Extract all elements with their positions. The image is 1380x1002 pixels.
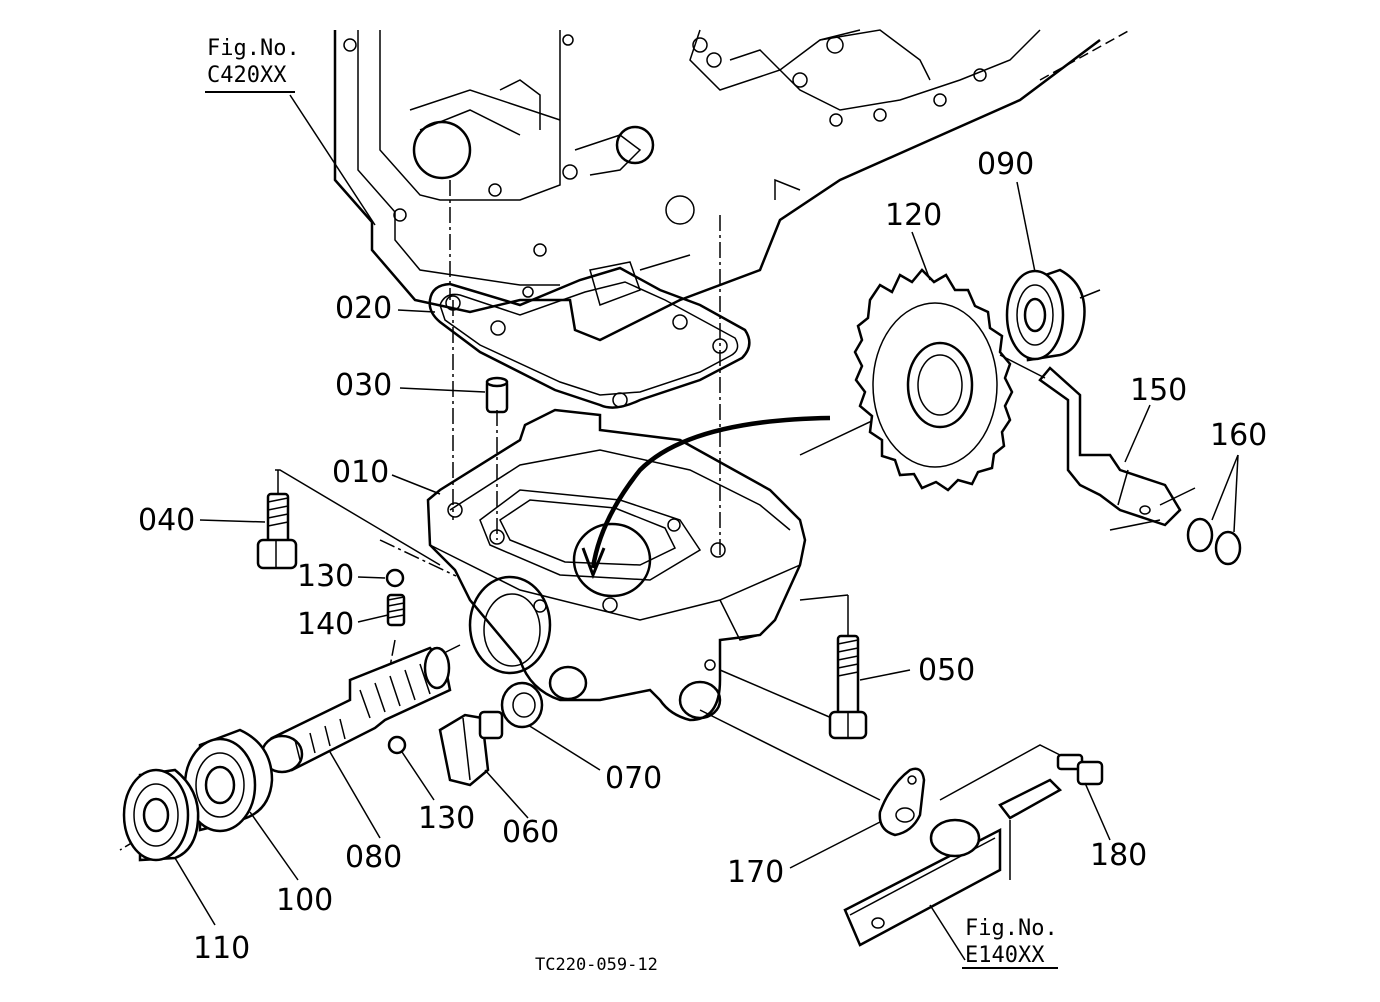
label-030: 030 — [335, 368, 392, 403]
bearing-110 — [122, 768, 200, 862]
balls-spring — [385, 568, 407, 755]
label-140: 140 — [297, 607, 354, 642]
fig-ref-top-line1: Fig.No. — [207, 36, 300, 61]
bearing-100 — [183, 728, 274, 833]
label-060: 060 — [502, 815, 559, 850]
bolt-180 — [1056, 753, 1104, 786]
label-160: 160 — [1210, 418, 1267, 453]
label-170: 170 — [727, 855, 784, 890]
housing-010 — [426, 408, 807, 722]
label-050: 050 — [918, 653, 975, 688]
label-150: 150 — [1130, 373, 1187, 408]
leader-lines — [174, 91, 1239, 969]
fig-ref-bottom-line2: E140XX — [965, 943, 1045, 968]
o-rings-160 — [1186, 517, 1242, 566]
label-010: 010 — [332, 455, 389, 490]
gasket-020 — [428, 266, 751, 409]
fig-ref-bottom-line1: Fig.No. — [965, 916, 1058, 941]
transmission-case — [333, 29, 1131, 342]
shaft-150 — [999, 354, 1196, 531]
label-040: 040 — [138, 503, 195, 538]
shaft-080 — [260, 646, 452, 774]
washer-070 — [500, 681, 544, 729]
plug-060 — [438, 710, 504, 787]
label-120: 120 — [885, 198, 942, 233]
label-100: 100 — [276, 883, 333, 918]
label-130-bottom: 130 — [418, 801, 475, 836]
drawing-code: TC220-059-12 — [535, 955, 658, 975]
fig-ref-top-line2: C420XX — [207, 63, 287, 88]
bolt-050 — [828, 634, 868, 740]
gear-120 — [853, 268, 1014, 492]
label-020: 020 — [335, 291, 392, 326]
lever-assembly — [843, 778, 1063, 947]
label-110: 110 — [193, 931, 250, 966]
label-090: 090 — [977, 147, 1034, 182]
label-080: 080 — [345, 840, 402, 875]
bearing-090 — [1005, 268, 1101, 362]
label-180: 180 — [1090, 838, 1147, 873]
bolt-040 — [256, 492, 298, 570]
labels: Fig.No. C420XX Fig.No. E140XX TC220-059-… — [138, 36, 1267, 975]
dowel-pin-030 — [485, 376, 509, 414]
plate-170 — [878, 767, 926, 837]
label-070: 070 — [605, 761, 662, 796]
label-130-top: 130 — [297, 559, 354, 594]
